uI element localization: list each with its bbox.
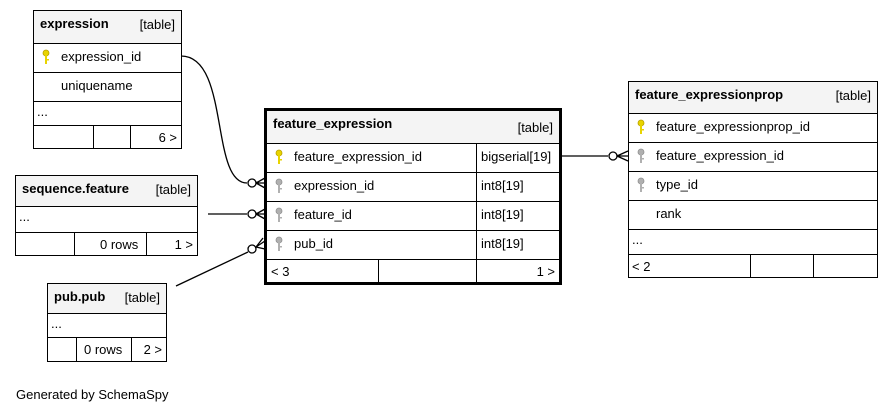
more-columns-row: ... bbox=[629, 229, 877, 254]
more-columns-ellipsis: ... bbox=[632, 232, 643, 247]
column-name: uniquename bbox=[61, 78, 133, 93]
table-feature-expressionprop[interactable]: feature_expressionprop [table] feature_e… bbox=[628, 81, 878, 278]
column-name: feature_id bbox=[294, 207, 352, 222]
table-sequence-feature[interactable]: sequence.feature [table] ... 0 rows 1 > bbox=[15, 175, 198, 256]
row-count: 0 rows bbox=[84, 342, 123, 357]
table-header: pub.pub [table] bbox=[48, 284, 166, 313]
column-row[interactable]: feature_id int8[19] bbox=[267, 201, 559, 230]
primary-key-icon bbox=[42, 49, 50, 64]
link-expression bbox=[180, 55, 248, 184]
column-row[interactable]: expression_id int8[19] bbox=[267, 172, 559, 201]
table-pub-pub[interactable]: pub.pub [table] ... 0 rows 2 > bbox=[47, 283, 167, 362]
table-footer: < 2 bbox=[629, 254, 877, 277]
link-pub-optional-marker bbox=[247, 244, 257, 254]
column-row[interactable]: feature_expressionprop_id bbox=[629, 113, 877, 142]
foreign-key-icon bbox=[275, 178, 283, 193]
link-pub-crowfoot bbox=[255, 237, 266, 250]
column-type: int8[19] bbox=[481, 207, 524, 222]
column-row[interactable]: feature_expression_id bigserial[19] bbox=[267, 143, 559, 172]
generator-credit: Generated by SchemaSpy bbox=[16, 387, 169, 402]
table-header: expression [table] bbox=[34, 11, 181, 43]
column-name: expression_id bbox=[294, 178, 375, 193]
link-expression-crowfoot bbox=[255, 177, 266, 189]
column-row[interactable]: rank bbox=[629, 200, 877, 229]
link-sequence-feature-optional-marker bbox=[247, 209, 257, 219]
parents-count[interactable]: < 2 bbox=[632, 259, 651, 274]
parents-count[interactable]: < 3 bbox=[271, 264, 290, 279]
link-expression-optional-marker bbox=[247, 178, 257, 188]
table-name: pub.pub bbox=[54, 289, 106, 304]
table-footer: 0 rows 2 > bbox=[48, 337, 166, 361]
children-count[interactable]: 1 > bbox=[174, 237, 193, 252]
column-type: int8[19] bbox=[481, 236, 524, 251]
link-sequence-feature-crowfoot bbox=[255, 208, 266, 220]
more-columns-row: ... bbox=[16, 206, 197, 232]
column-name: feature_expression_id bbox=[294, 149, 422, 164]
foreign-key-icon bbox=[275, 207, 283, 222]
foreign-key-icon bbox=[637, 148, 645, 163]
link-feature-expressionprop-optional-marker bbox=[608, 151, 618, 161]
more-columns-row: ... bbox=[48, 313, 166, 337]
column-row[interactable]: feature_expression_id bbox=[629, 142, 877, 171]
table-kind: [table] bbox=[517, 120, 553, 135]
table-header: sequence.feature [table] bbox=[16, 176, 197, 206]
table-name: feature_expression bbox=[273, 116, 393, 131]
column-row[interactable]: type_id bbox=[629, 171, 877, 200]
table-kind: [table] bbox=[124, 290, 160, 305]
table-footer: < 3 1 > bbox=[267, 259, 559, 282]
table-header: feature_expressionprop [table] bbox=[629, 82, 877, 113]
row-count: 0 rows bbox=[100, 237, 139, 252]
children-count[interactable]: 6 > bbox=[158, 130, 177, 145]
table-footer: 6 > bbox=[34, 125, 181, 148]
column-type: int8[19] bbox=[481, 178, 524, 193]
column-row[interactable]: pub_id int8[19] bbox=[267, 230, 559, 259]
more-columns-ellipsis: ... bbox=[51, 316, 62, 331]
link-feature-expressionprop-crowfoot bbox=[616, 150, 629, 162]
table-feature-expression[interactable]: feature_expression [table] feature_expre… bbox=[264, 108, 562, 285]
column-row[interactable]: expression_id bbox=[34, 43, 181, 72]
column-name: type_id bbox=[656, 177, 698, 192]
table-name: expression bbox=[40, 16, 109, 31]
table-name: sequence.feature bbox=[22, 181, 129, 196]
column-name: expression_id bbox=[61, 49, 142, 64]
children-count[interactable]: 1 > bbox=[536, 264, 555, 279]
more-columns-row: ... bbox=[34, 101, 181, 125]
children-count[interactable]: 2 > bbox=[143, 342, 162, 357]
column-name: rank bbox=[656, 206, 682, 221]
table-header: feature_expression [table] bbox=[267, 111, 559, 143]
table-expression[interactable]: expression [table] expression_id uniquen… bbox=[33, 10, 182, 149]
more-columns-ellipsis: ... bbox=[19, 209, 30, 224]
table-kind: [table] bbox=[155, 182, 191, 197]
column-name: feature_expressionprop_id bbox=[656, 119, 810, 134]
primary-key-icon bbox=[637, 119, 645, 134]
table-kind: [table] bbox=[835, 88, 871, 103]
foreign-key-icon bbox=[275, 236, 283, 251]
table-name: feature_expressionprop bbox=[635, 87, 784, 102]
column-name: feature_expression_id bbox=[656, 148, 784, 163]
link-pub bbox=[175, 251, 249, 287]
column-type: bigserial[19] bbox=[481, 149, 552, 164]
column-name: pub_id bbox=[294, 236, 334, 251]
column-row[interactable]: uniquename bbox=[34, 72, 181, 101]
primary-key-icon bbox=[275, 149, 283, 164]
table-kind: [table] bbox=[139, 17, 175, 32]
table-footer: 0 rows 1 > bbox=[16, 232, 197, 255]
more-columns-ellipsis: ... bbox=[37, 104, 48, 119]
foreign-key-icon bbox=[637, 177, 645, 192]
